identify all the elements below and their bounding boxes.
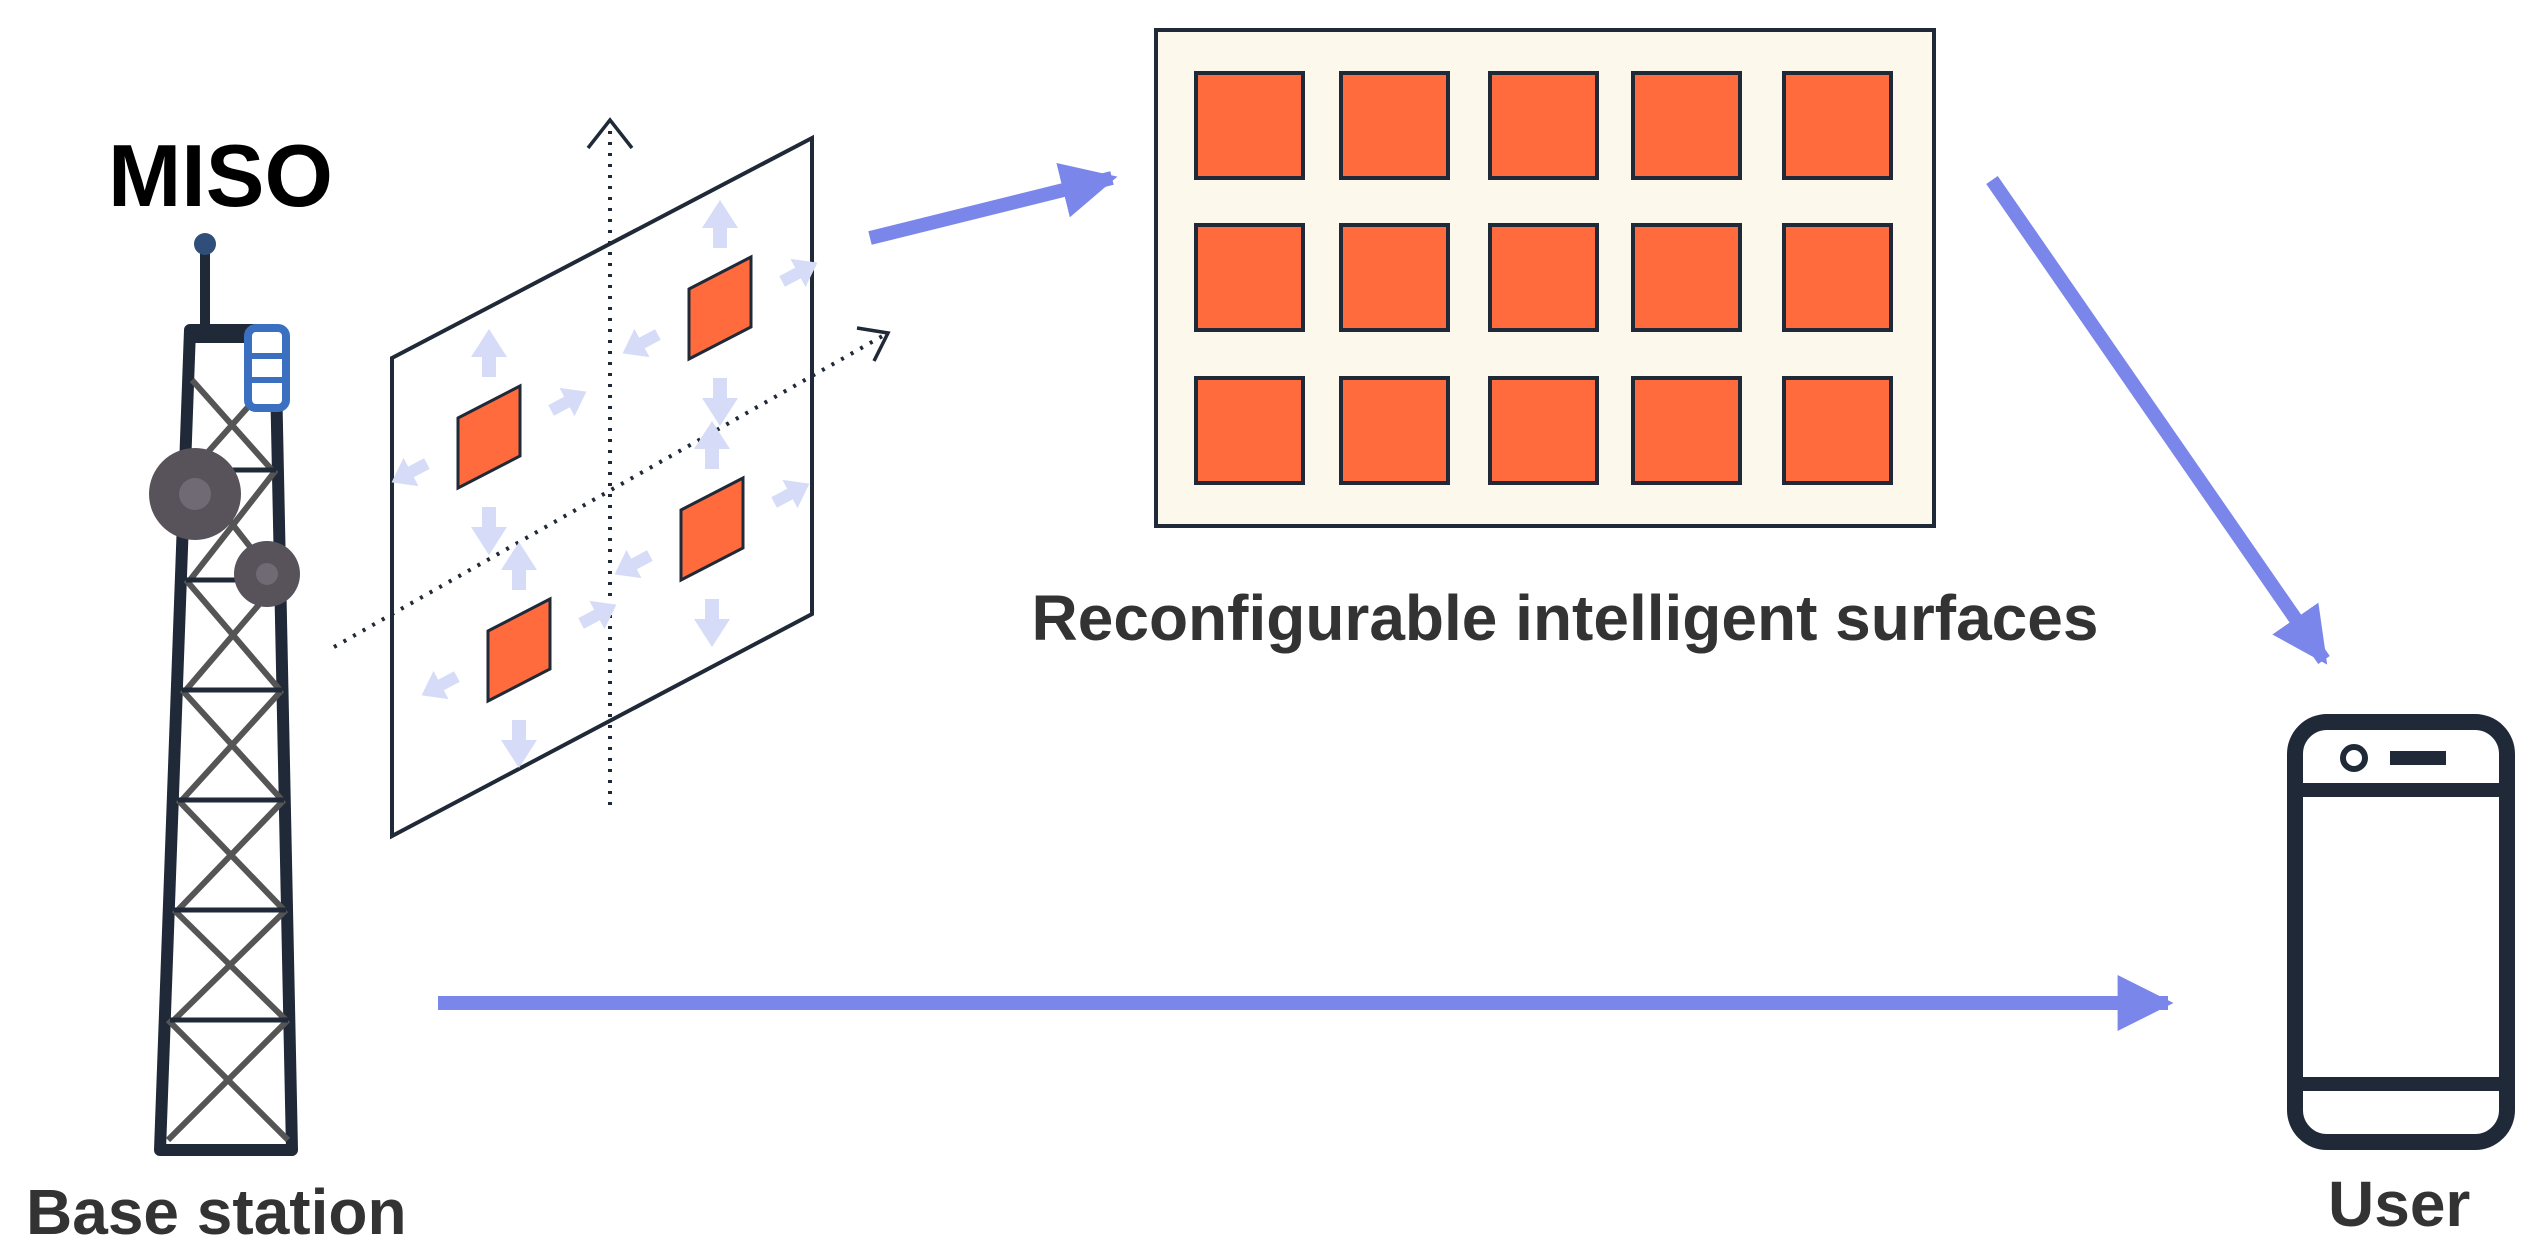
diagonal-axis	[333, 332, 887, 649]
bs-to-ris-link-arrow	[868, 162, 1118, 245]
ris-element	[1631, 223, 1742, 332]
ris-element	[1339, 223, 1450, 332]
axis-arrow-icon	[856, 326, 891, 362]
ris-concept-sketch	[333, 117, 891, 840]
ris-label: Reconfigurable intelligent surfaces	[1031, 582, 2099, 654]
ris-element	[1194, 71, 1305, 180]
ris-element	[1488, 223, 1599, 332]
ris-element	[1488, 71, 1599, 180]
ris-element-grid	[1194, 71, 1893, 485]
ris-element	[1194, 376, 1305, 485]
ris-element	[1194, 223, 1305, 332]
move-arrow-icon	[622, 200, 818, 426]
title-label: MISO	[108, 126, 333, 225]
phone-body	[2287, 714, 2515, 1150]
phone-speaker	[2390, 751, 2446, 765]
surface-element	[679, 475, 745, 583]
panel-antenna-icon	[244, 324, 290, 412]
move-arrow-icon	[614, 421, 810, 647]
user-label: User	[2328, 1168, 2471, 1240]
element-group	[622, 200, 818, 426]
base-station-label: Base station	[26, 1176, 407, 1248]
ris-element	[1339, 376, 1450, 485]
surface-element	[687, 254, 753, 362]
tilted-surface	[390, 134, 814, 840]
ris-element	[1488, 376, 1599, 485]
ris-element	[1631, 71, 1742, 180]
element-group	[614, 421, 810, 647]
surface-element	[456, 383, 522, 491]
ris-element	[1782, 71, 1893, 180]
surface-element	[486, 596, 552, 704]
antenna-tip	[194, 233, 216, 255]
ris-element	[1631, 376, 1742, 485]
phone-camera	[2340, 744, 2368, 772]
element-group	[391, 329, 587, 555]
element-group	[421, 542, 617, 768]
move-arrow-icon	[421, 542, 617, 768]
tower-icon	[149, 233, 300, 1156]
ris-element	[1782, 223, 1893, 332]
smartphone-icon	[2287, 714, 2515, 1150]
ris-panel	[1154, 28, 1936, 528]
ris-to-user-link-arrow	[1986, 176, 2330, 665]
axis-arrow-icon	[586, 117, 634, 150]
ris-element	[1339, 71, 1450, 180]
ris-element	[1782, 376, 1893, 485]
move-arrow-icon	[391, 329, 587, 555]
